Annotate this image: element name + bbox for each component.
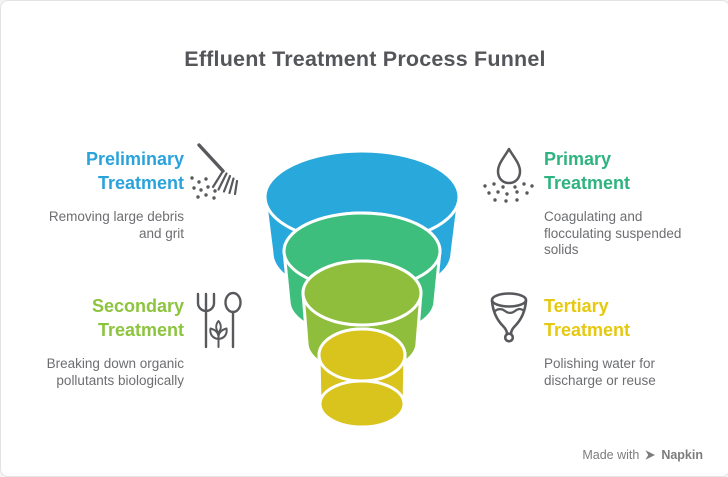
stage-title-line2: Treatment <box>97 173 184 193</box>
stage-title-line1: Preliminary <box>85 149 184 169</box>
funnel-stage-tertiary-top <box>317 327 407 383</box>
stage-secondary-title: Secondary Treatment <box>11 294 184 342</box>
description-line: discharge or reuse <box>544 372 656 388</box>
stage-title-line1: Tertiary <box>544 296 609 316</box>
description-line: and grit <box>138 225 184 241</box>
funnel-stage-secondary-top <box>301 259 423 327</box>
stage-secondary-description: Breaking down organic pollutants biologi… <box>11 356 184 389</box>
stage-preliminary-title: Preliminary Treatment <box>21 147 184 195</box>
description-line: pollutants biologically <box>56 372 184 388</box>
stage-tertiary: Tertiary Treatment Polishing water for d… <box>544 294 712 389</box>
stage-tertiary-description: Polishing water for discharge or reuse <box>544 356 712 389</box>
stage-title-line2: Treatment <box>97 320 184 340</box>
droplet-particles-icon <box>483 147 534 203</box>
stage-primary-description: Coagulating and flocculating suspended s… <box>544 209 716 259</box>
watermark-prefix: Made with <box>582 448 640 462</box>
stage-primary: Primary Treatment Coagulating and floccu… <box>544 147 716 259</box>
napkin-logo-icon <box>645 450 656 460</box>
description-line: Removing large debris <box>48 209 184 224</box>
description-line: Coagulating and <box>544 209 643 224</box>
description-line: flocculating suspended <box>544 225 682 241</box>
fork-plant-spoon-icon <box>196 291 242 349</box>
stage-preliminary-description: Removing large debris and grit <box>21 209 184 242</box>
water-cup-icon <box>490 292 528 343</box>
stage-title-line2: Treatment <box>544 320 631 340</box>
stage-title-line2: Treatment <box>544 173 631 193</box>
description-line: Breaking down organic <box>46 356 184 371</box>
description-line: Polishing water for <box>544 356 656 371</box>
stage-secondary: Secondary Treatment Breaking down organi… <box>11 294 184 389</box>
watermark-brand: Napkin <box>661 448 703 462</box>
broom-sweep-icon <box>190 143 239 200</box>
stage-primary-title: Primary Treatment <box>544 147 716 195</box>
stage-tertiary-title: Tertiary Treatment <box>544 294 712 342</box>
stage-title-line1: Primary <box>544 149 612 169</box>
stage-title-line1: Secondary <box>91 296 184 316</box>
description-line: solids <box>544 242 579 257</box>
stage-preliminary: Preliminary Treatment Removing large deb… <box>21 147 184 242</box>
page-title: Effluent Treatment Process Funnel <box>184 47 546 71</box>
watermark: Made with Napkin <box>582 448 703 462</box>
funnel-stage-tertiary-bottom <box>318 379 406 429</box>
